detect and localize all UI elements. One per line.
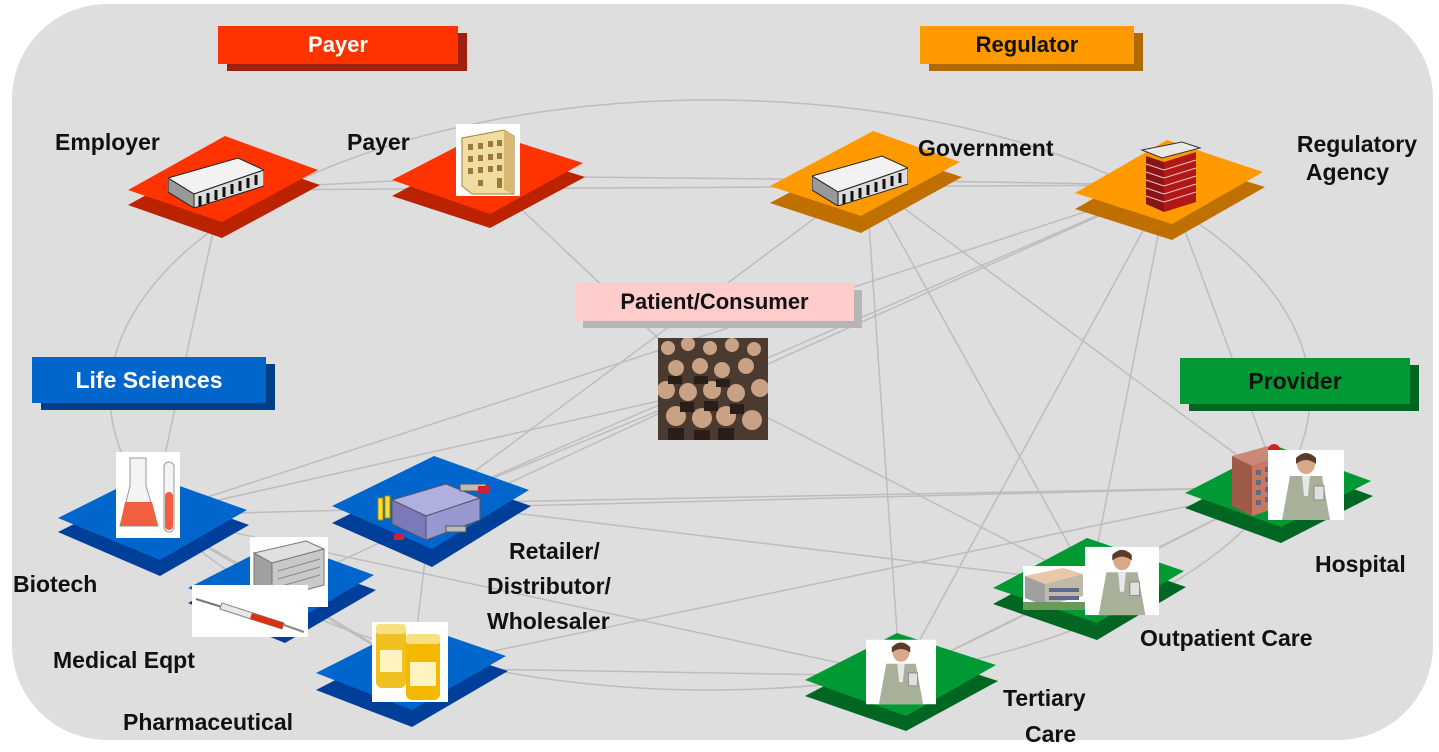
syringe-icon <box>192 585 308 637</box>
tertiary-care-label-line2: Care <box>1025 721 1077 747</box>
office-building-icon <box>168 157 264 208</box>
connection-line-government-outpatient_care <box>865 179 1091 584</box>
office-building-icon <box>812 155 908 206</box>
crowd-photo-icon <box>658 338 768 440</box>
doctor-icon <box>1085 546 1159 616</box>
retailer-label-line1: Retailer/ <box>509 538 600 564</box>
regulatory-agency-label: Regulatory Agency <box>1245 130 1417 186</box>
doctor-icon <box>866 639 936 705</box>
payer-category-banner: Payer <box>218 26 458 64</box>
connection-line-patient_consumer-outpatient_care <box>711 388 1091 584</box>
tertiary-care-label: Tertiary Care <box>1003 680 1086 752</box>
pill-bottles-icon <box>372 622 448 702</box>
tertiary-care-label-line1: Tertiary <box>1003 685 1086 711</box>
outpatient-care-label: Outpatient Care <box>1140 625 1313 651</box>
retailer-label-line2: Distributor/ <box>487 573 611 599</box>
connection-line-regulatory_agency-hospital <box>1167 184 1281 488</box>
connection-line-employer-regulatory_agency <box>221 184 1169 191</box>
biotech-label: Biotech <box>13 571 98 597</box>
connection-line-retailer-hospital <box>431 486 1281 504</box>
connection-line-regulatory_agency-tertiary_care <box>899 184 1169 677</box>
connection-line-biotech-hospital <box>151 486 1281 516</box>
government-label: Government <box>918 135 1054 161</box>
regulatory-agency-label-line2: Agency <box>1305 159 1389 185</box>
regulator-category-banner: Regulator <box>920 26 1134 64</box>
clinic-building-icon <box>1023 566 1085 610</box>
connection-line-regulatory_agency-retailer <box>431 184 1169 504</box>
connection-line-pharmaceutical-hospital <box>411 486 1281 669</box>
connection-line-government-hospital <box>865 179 1281 488</box>
medical-eqpt-label: Medical Eqpt <box>53 647 195 673</box>
hospital-label: Hospital <box>1315 551 1406 577</box>
apartment-building-icon <box>456 124 520 196</box>
payer-node-label: Payer <box>347 129 410 155</box>
retailer-label-line3: Wholesaler <box>487 608 610 634</box>
lab-flask-icon <box>116 452 180 538</box>
connection-line-regulatory_agency-patient_consumer <box>711 184 1169 390</box>
connection-line-regulatory_agency-outpatient_care <box>1089 184 1169 584</box>
connection-line-government-tertiary_care <box>865 179 901 677</box>
brick-chimney-icon <box>1140 141 1202 212</box>
conveyor-machine-icon <box>377 483 490 541</box>
patient-consumer-banner: Patient/Consumer <box>575 283 854 321</box>
connection-line-government-retailer <box>431 179 867 504</box>
connection-line-patient_consumer-biotech <box>151 388 713 516</box>
employer-label: Employer <box>55 129 160 155</box>
regulatory-agency-label-line1: Regulatory <box>1296 131 1417 157</box>
connection-line-retailer-outpatient_care <box>431 502 1091 584</box>
provider-category-banner: Provider <box>1180 358 1410 404</box>
retailer-distributor-wholesaler-label: Retailer/ Distributor/ Wholesaler <box>487 534 611 639</box>
life-sciences-category-banner: Life Sciences <box>32 357 266 403</box>
pharmaceutical-label: Pharmaceutical <box>123 709 294 735</box>
doctor-icon <box>1268 450 1344 520</box>
